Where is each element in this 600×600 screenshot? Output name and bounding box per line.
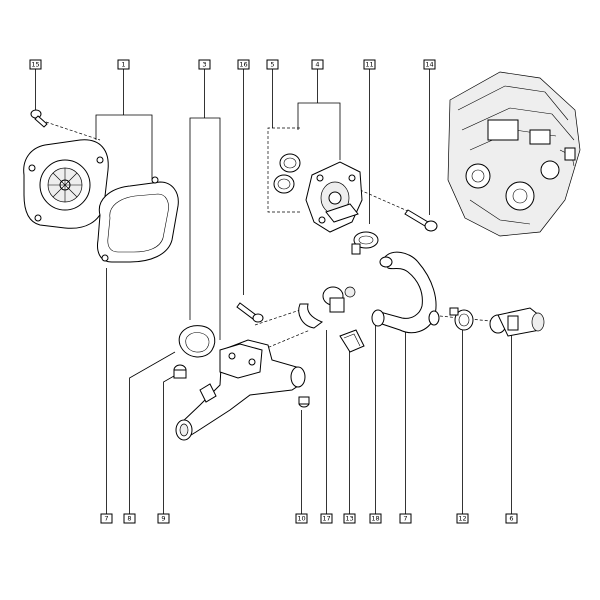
callout-bottom-7b-label: 7 xyxy=(403,515,407,523)
callout-15-label: 15 xyxy=(31,61,39,69)
callout-bottom-13: 13 xyxy=(343,513,356,524)
callout-bottom-17: 17 xyxy=(320,513,333,524)
callout-3: 3 xyxy=(198,59,211,70)
callout-5-label: 5 xyxy=(270,61,274,69)
o-ring-8 xyxy=(178,325,216,358)
thermostat-housing-4 xyxy=(305,161,363,233)
clip-13 xyxy=(339,329,365,353)
callout-bottom-6: 6 xyxy=(505,513,518,524)
gasket-7 xyxy=(97,176,179,263)
callout-16: 16 xyxy=(237,59,250,70)
callout-bottom-13-label: 13 xyxy=(345,515,353,523)
callout-bottom-12: 12 xyxy=(456,513,469,524)
callout-bottom-12-label: 12 xyxy=(458,515,466,523)
callout-bottom-9: 9 xyxy=(157,513,170,524)
plug-10 xyxy=(298,396,310,408)
circlip-17 xyxy=(298,303,324,329)
water-pump-1 xyxy=(23,139,109,229)
callout-bottom-10-label: 10 xyxy=(297,515,305,523)
bolt-14 xyxy=(404,209,438,232)
temperature-sensor-6 xyxy=(489,307,545,337)
plug-9 xyxy=(173,364,187,379)
callout-bottom-17-label: 17 xyxy=(322,515,330,523)
callout-1-label: 1 xyxy=(121,61,125,69)
callout-3-label: 3 xyxy=(202,61,206,69)
hose-clamp-11 xyxy=(351,231,379,255)
callout-4: 4 xyxy=(311,59,324,70)
callout-bottom-6-label: 6 xyxy=(509,515,513,523)
callout-1: 1 xyxy=(117,59,130,70)
o-rings-5 xyxy=(273,153,301,194)
callout-15: 15 xyxy=(29,59,42,70)
bolt-16 xyxy=(236,302,264,323)
callout-14-label: 14 xyxy=(425,61,433,69)
callout-bottom-9-label: 9 xyxy=(161,515,165,523)
engine-reference-illustration xyxy=(447,71,581,237)
callout-16-label: 16 xyxy=(239,61,247,69)
bolt-15 xyxy=(30,109,48,128)
callout-bottom-10: 10 xyxy=(295,513,308,524)
sensor-18 xyxy=(322,286,356,313)
callout-bottom-7b: 7 xyxy=(399,513,412,524)
callout-bottom-8-label: 8 xyxy=(127,515,131,523)
water-outlet-housing xyxy=(175,339,306,441)
callout-4-label: 4 xyxy=(315,61,319,69)
callout-bottom-18: 18 xyxy=(369,513,382,524)
callout-11-label: 11 xyxy=(365,61,373,69)
callout-bottom-8: 8 xyxy=(123,513,136,524)
hose-clamp-12 xyxy=(449,307,474,331)
callout-11: 11 xyxy=(363,59,376,70)
coolant-hose-7 xyxy=(371,251,440,334)
callout-bottom-7a-label: 7 xyxy=(104,515,108,523)
callout-bottom-18-label: 18 xyxy=(371,515,379,523)
callout-bottom-7a: 7 xyxy=(100,513,113,524)
callout-14: 14 xyxy=(423,59,436,70)
callout-5: 5 xyxy=(266,59,279,70)
leader-lines xyxy=(35,69,512,514)
